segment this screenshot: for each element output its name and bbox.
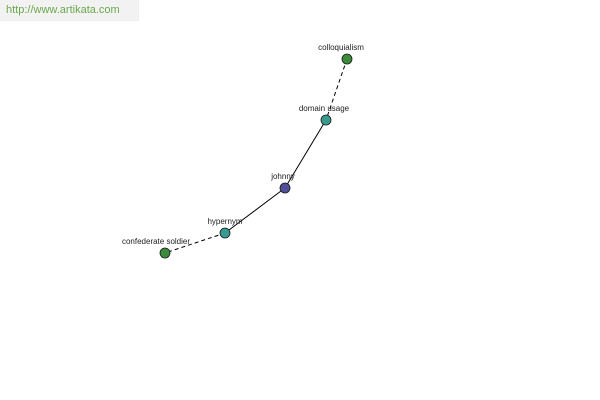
node-domain-usage-dot[interactable] bbox=[320, 114, 332, 126]
node-confederate-soldier-dot[interactable] bbox=[159, 247, 171, 259]
edge-colloquialism-domain-usage bbox=[325, 58, 348, 121]
edges-layer bbox=[164, 58, 348, 254]
node-colloquialism-label: colloquialism bbox=[318, 43, 364, 52]
node-hypernym[interactable]: hypernym bbox=[207, 217, 243, 239]
node-domain-usage[interactable]: domain usage bbox=[299, 104, 350, 126]
node-johnny-label: johnny bbox=[270, 172, 295, 181]
node-hypernym-label: hypernym bbox=[207, 217, 242, 226]
node-colloquialism-dot[interactable] bbox=[341, 53, 353, 65]
node-colloquialism[interactable]: colloquialism bbox=[318, 43, 364, 65]
node-johnny-dot[interactable] bbox=[279, 182, 291, 194]
watermark-banner[interactable]: http://www.artikata.com bbox=[0, 0, 139, 21]
node-confederate-soldier[interactable]: confederate soldier bbox=[122, 237, 190, 259]
node-domain-usage-label: domain usage bbox=[299, 104, 350, 113]
node-hypernym-dot[interactable] bbox=[219, 227, 231, 239]
edge-hypernym-confederate-soldier bbox=[164, 232, 226, 254]
edge-domain-usage-johnny bbox=[284, 119, 327, 189]
watermark-link[interactable]: http://www.artikata.com bbox=[6, 4, 120, 16]
edge-johnny-hypernym bbox=[224, 187, 286, 234]
node-johnny[interactable]: johnny bbox=[270, 172, 295, 194]
node-confederate-soldier-label: confederate soldier bbox=[122, 237, 190, 246]
